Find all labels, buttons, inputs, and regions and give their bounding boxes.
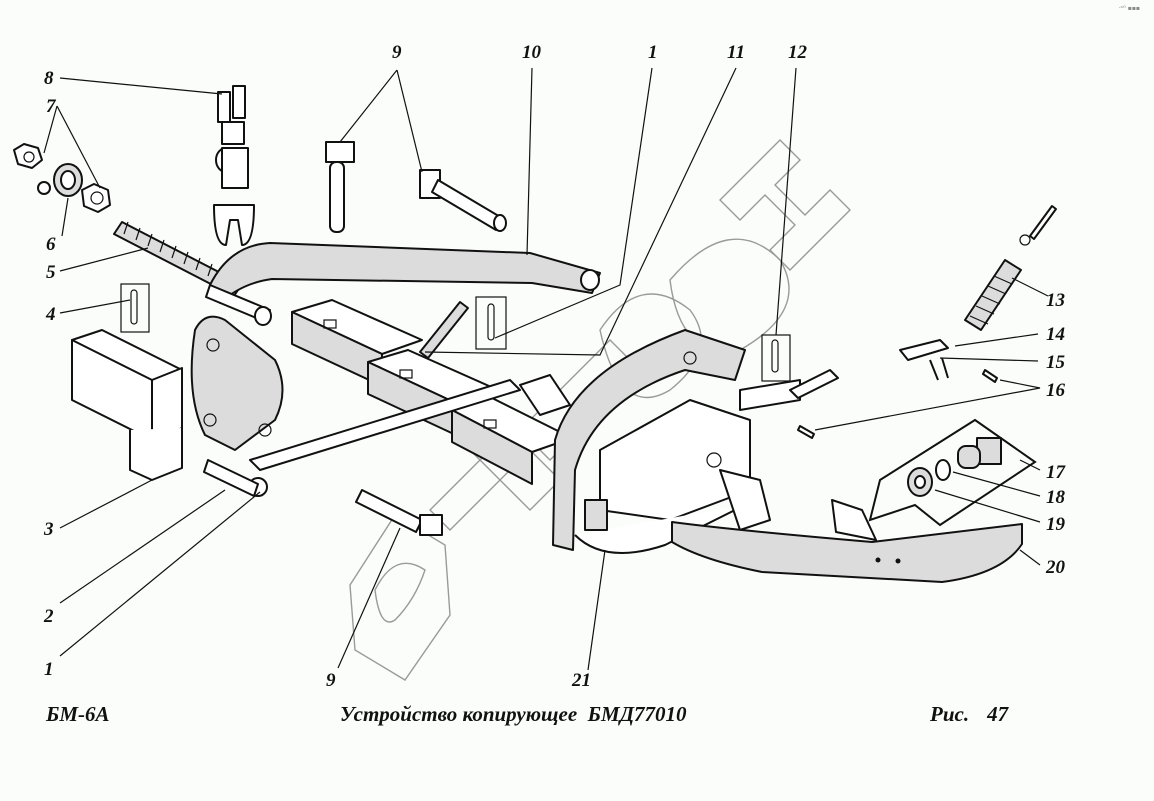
part-adjuster-8: [213, 85, 255, 246]
spring-small-11: [419, 301, 469, 359]
cotter-pin-box-4: [120, 283, 150, 333]
part-box-bracket-3: [71, 329, 183, 481]
callout-20: 20: [1045, 557, 1066, 578]
callout-9-bottom: 9: [326, 670, 336, 691]
callout-15: 15: [1046, 352, 1066, 373]
callout-1-bottom: 1: [44, 659, 54, 680]
part-pin-9-bottom: [355, 489, 443, 536]
part-skid-20: [671, 499, 1023, 583]
callout-10: 10: [522, 42, 542, 63]
figure-label: Рис.: [930, 702, 970, 726]
callout-labels: 8 7 6 5 4 3 2 1 9 10 1 11 12 13 14 15 16…: [43, 42, 1067, 691]
callout-4: 4: [45, 304, 56, 325]
figure-number: 47: [987, 702, 1009, 726]
figure-caption: Рис. 47: [930, 702, 1008, 727]
callout-18: 18: [1046, 487, 1066, 508]
figure-title: Устройство копирующее БМД77010: [340, 702, 687, 726]
callout-3: 3: [43, 519, 54, 540]
callout-16: 16: [1046, 380, 1066, 401]
part-pins-16: [797, 369, 998, 439]
callout-2: 2: [43, 606, 54, 627]
part-bushing-6: [37, 163, 83, 197]
part-spring-13: [964, 205, 1057, 331]
callout-14: 14: [1046, 324, 1065, 345]
callout-17: 17: [1046, 462, 1067, 483]
callout-1-top: 1: [648, 42, 658, 63]
cotter-pin-box-1: [475, 296, 507, 350]
callout-9-top: 9: [392, 42, 402, 63]
part-frame-21: [552, 329, 801, 554]
leader-lines: [43, 67, 1049, 671]
callout-13: 13: [1046, 290, 1065, 311]
callout-6: 6: [46, 234, 56, 255]
callout-11: 11: [727, 42, 745, 63]
part-nuts-7: [13, 143, 111, 213]
part-pins-9-top: [325, 141, 507, 233]
callout-8: 8: [44, 68, 54, 89]
part-bar-10: [205, 242, 601, 326]
model-label: БМ-6А: [46, 702, 110, 726]
callout-7: 7: [46, 96, 57, 117]
callout-12: 12: [788, 42, 808, 63]
part-casting-2: [190, 315, 284, 451]
callout-21: 21: [571, 670, 591, 691]
part-beam-assembly: [203, 299, 573, 497]
part-chain-14-15: [789, 339, 949, 399]
part-bolt-17-washers: [868, 418, 1037, 527]
callout-5: 5: [46, 262, 56, 283]
cotter-pin-box-12: [761, 334, 791, 382]
callout-19: 19: [1046, 514, 1066, 535]
corner-mark: ·ᵒᴼ ▪▪▪: [1118, 5, 1140, 12]
